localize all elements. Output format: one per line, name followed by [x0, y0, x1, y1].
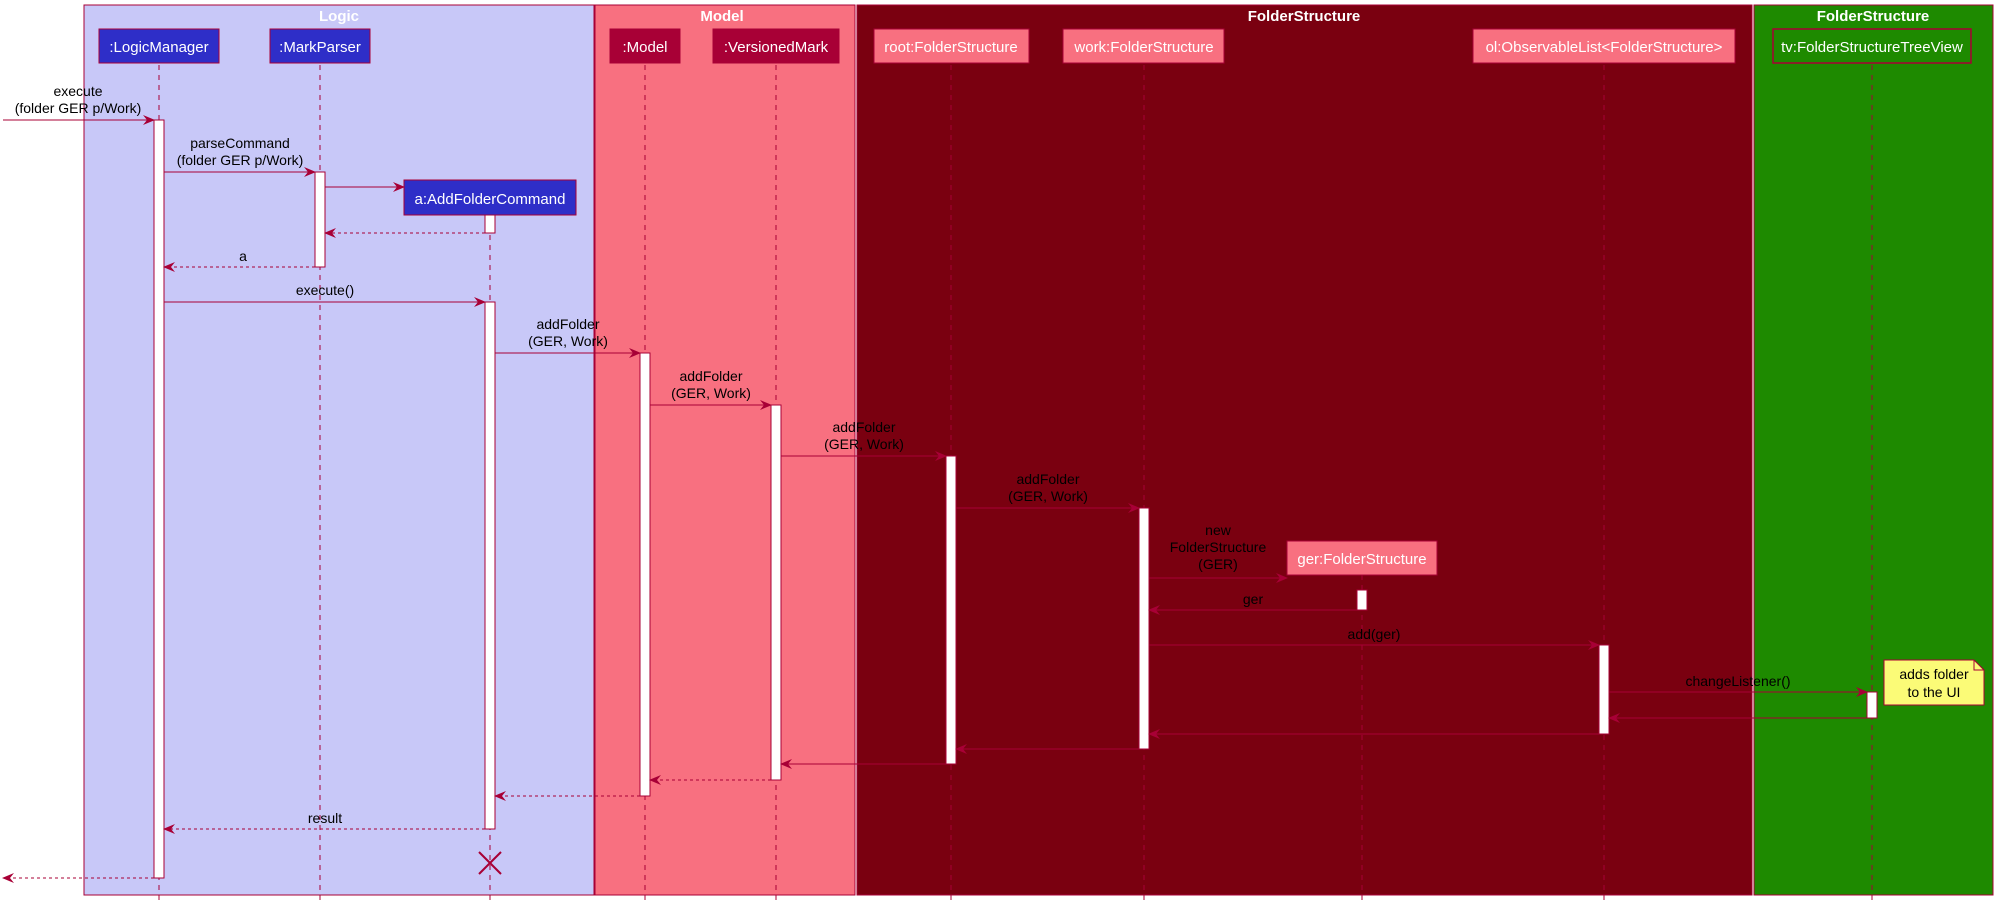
message-label: FolderStructure — [1170, 539, 1267, 555]
activation-afc-create — [484, 214, 496, 234]
message-label: addFolder — [679, 368, 742, 384]
participant-addfoldercommand: a:AddFolderCommand — [403, 179, 577, 216]
svg-text::MarkParser: :MarkParser — [279, 39, 361, 56]
svg-text:work:FolderStructure: work:FolderStructure — [1073, 39, 1213, 56]
message-label: add(ger) — [1348, 626, 1401, 642]
message-label: addFolder — [536, 316, 599, 332]
message-label: addFolder — [1016, 471, 1079, 487]
box-ui: FolderStructure — [1753, 4, 1994, 896]
box-logic-title: Logic — [319, 8, 359, 25]
activation-ger — [1356, 589, 1368, 611]
activation-versionedmark — [770, 404, 782, 781]
message-label: execute — [53, 83, 102, 99]
message-label: new — [1205, 522, 1232, 538]
activations — [153, 119, 1878, 879]
activation-logicmanager — [153, 119, 165, 879]
message-label: (folder GER p/Work) — [15, 100, 142, 116]
participant-logicmanager: :LogicManager — [98, 28, 220, 64]
message-label: ger — [1243, 591, 1264, 607]
participant-observablelist: ol:ObservableList<FolderStructure> — [1472, 28, 1736, 64]
svg-text::VersionedMark: :VersionedMark — [724, 39, 829, 56]
box-model: Model — [594, 4, 856, 896]
message-label: (GER) — [1198, 556, 1238, 572]
svg-text::LogicManager: :LogicManager — [109, 39, 208, 56]
message-label: (GER, Work) — [671, 385, 751, 401]
participant-markparser: :MarkParser — [269, 28, 371, 64]
message-label: execute() — [296, 282, 354, 298]
message-label: parseCommand — [190, 135, 290, 151]
activation-work — [1138, 507, 1150, 750]
message-label: (GER, Work) — [1008, 488, 1088, 504]
activation-afc-execute — [484, 301, 496, 830]
note-line-2: to the UI — [1908, 684, 1961, 700]
participant-work: work:FolderStructure — [1062, 28, 1225, 64]
destroy-icon — [478, 851, 502, 875]
message-label: (GER, Work) — [824, 436, 904, 452]
box-model-title: Model — [700, 8, 743, 25]
note: adds folder to the UI — [1883, 659, 1985, 706]
box-logic: Logic — [83, 4, 595, 896]
message-label: a — [239, 248, 247, 264]
note-line-1: adds folder — [1899, 666, 1969, 682]
message-label: result — [308, 810, 342, 826]
svg-text:a:AddFolderCommand: a:AddFolderCommand — [415, 191, 566, 208]
participant-model: :Model — [609, 28, 681, 64]
activation-ol — [1598, 644, 1610, 735]
svg-text::Model: :Model — [622, 39, 667, 56]
box-folderstructure-title: FolderStructure — [1248, 8, 1361, 25]
participant-ger: ger:FolderStructure — [1286, 540, 1438, 576]
message-label: changeListener() — [1685, 673, 1790, 689]
messages: execute(folder GER p/Work)parseCommand(f… — [2, 83, 1868, 883]
svg-text:ger:FolderStructure: ger:FolderStructure — [1297, 551, 1426, 568]
activation-model — [639, 352, 651, 797]
svg-text:tv:FolderStructureTreeView: tv:FolderStructureTreeView — [1781, 39, 1963, 56]
message-label: addFolder — [832, 419, 895, 435]
participant-root: root:FolderStructure — [873, 28, 1030, 64]
participant-versionedmark: :VersionedMark — [712, 28, 840, 64]
participant-treeview: tv:FolderStructureTreeView — [1772, 28, 1972, 64]
message-label: (folder GER p/Work) — [177, 152, 304, 168]
activation-root — [945, 455, 957, 765]
activation-treeview — [1866, 691, 1878, 719]
box-folderstructure: FolderStructure — [856, 4, 1753, 896]
svg-text:ol:ObservableList<FolderStruct: ol:ObservableList<FolderStructure> — [1486, 39, 1723, 56]
message-label: (GER, Work) — [528, 333, 608, 349]
box-ui-title: FolderStructure — [1817, 8, 1930, 25]
svg-text:root:FolderStructure: root:FolderStructure — [884, 39, 1017, 56]
activation-markparser — [314, 171, 326, 268]
